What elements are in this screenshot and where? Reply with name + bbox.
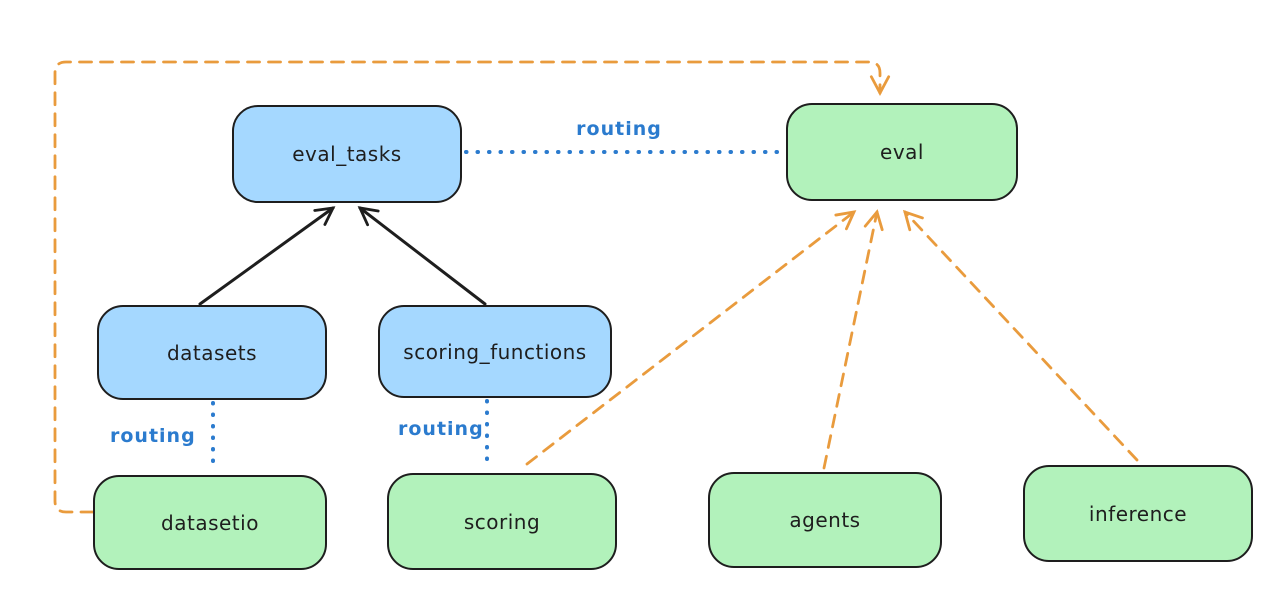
node-eval: eval xyxy=(786,103,1018,201)
routing-label-scoring-functions-scoring: routing xyxy=(398,418,484,440)
routing-label-eval-tasks-eval: routing xyxy=(576,118,662,140)
node-scoring-functions: scoring_functions xyxy=(378,305,612,398)
node-eval-label: eval xyxy=(880,140,924,164)
node-datasets: datasets xyxy=(97,305,327,400)
edge-datasets-to-eval-tasks xyxy=(198,206,336,306)
edge-inference-to-eval xyxy=(902,209,1139,462)
node-inference: inference xyxy=(1023,465,1253,562)
node-inference-label: inference xyxy=(1088,501,1188,526)
edge-agents-to-eval xyxy=(822,209,884,470)
node-datasets-label: datasets xyxy=(166,340,258,365)
edge-datasetio-to-eval xyxy=(53,60,891,514)
node-scoring: scoring xyxy=(387,473,617,570)
edge-scoring-to-eval xyxy=(525,210,857,466)
node-scoring-label: scoring xyxy=(463,509,541,534)
node-eval-tasks-label: eval_tasks xyxy=(292,142,402,166)
node-scoring-functions-label: scoring_functions xyxy=(403,339,587,364)
node-datasetio: datasetio xyxy=(93,475,327,570)
edge-scoring-functions-to-eval-tasks xyxy=(357,206,487,306)
node-agents: agents xyxy=(708,472,942,568)
node-datasetio-label: datasetio xyxy=(161,510,259,535)
routing-label-datasets-datasetio: routing xyxy=(110,425,196,447)
node-eval-tasks: eval_tasks xyxy=(232,105,462,203)
node-agents-label: agents xyxy=(789,508,861,532)
